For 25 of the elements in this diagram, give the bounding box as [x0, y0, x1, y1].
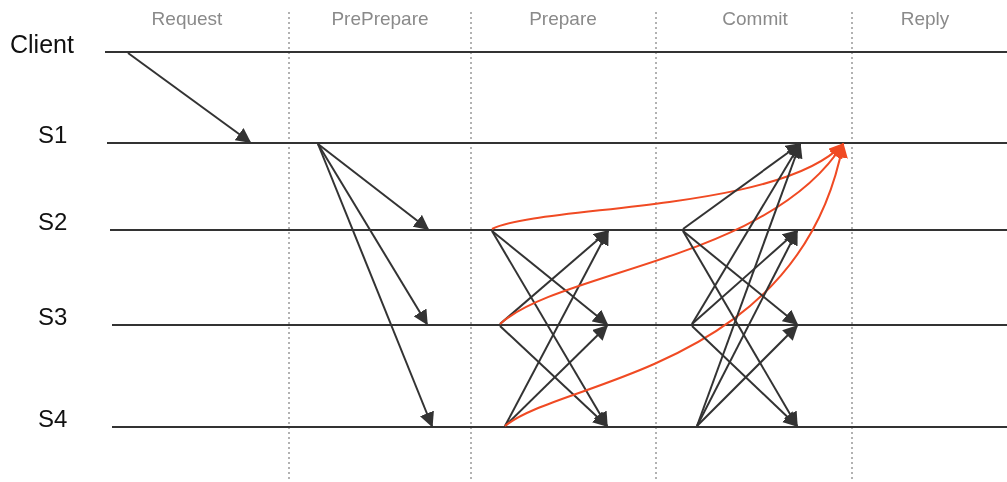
- timeline-label: S3: [38, 305, 68, 329]
- phase-label: PrePrepare: [331, 9, 429, 28]
- phase-label: Reply: [900, 9, 950, 28]
- phase-label: Commit: [722, 9, 788, 28]
- timeline-label: Client: [10, 31, 74, 57]
- arrow: [317, 143, 428, 326]
- timeline-label: S1: [38, 123, 68, 147]
- timeline-label: S2: [38, 210, 68, 234]
- arrow: [691, 142, 801, 325]
- timeline: [112, 426, 1007, 428]
- arrow: [317, 143, 430, 230]
- timeline-label: S4: [38, 407, 68, 431]
- arrow: [499, 142, 844, 325]
- timeline: [110, 229, 1007, 231]
- arrow: [127, 52, 252, 143]
- arrow: [504, 142, 847, 427]
- phase-label: Request: [151, 9, 223, 28]
- timeline: [112, 324, 1007, 326]
- timeline: [107, 142, 1007, 144]
- arrow: [491, 143, 845, 230]
- arrow: [696, 142, 803, 427]
- arrow: [317, 143, 434, 428]
- phase-label: Prepare: [529, 9, 597, 28]
- timeline: [105, 51, 1007, 53]
- arrow: [682, 143, 802, 230]
